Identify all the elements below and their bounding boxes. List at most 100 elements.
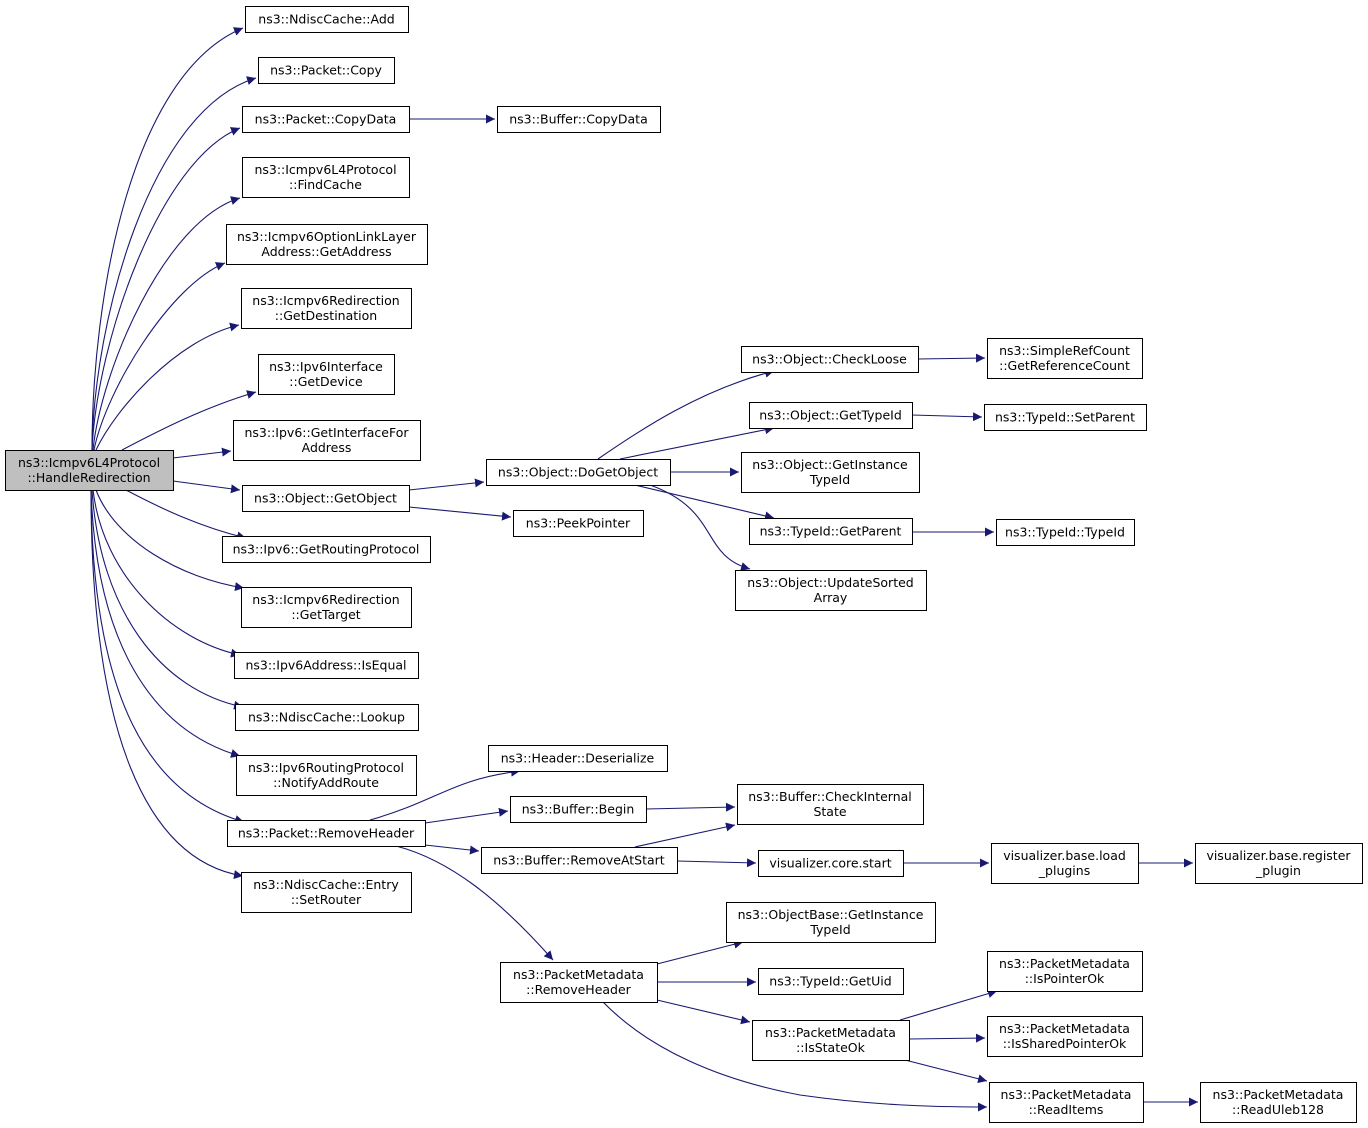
edge-dogetobject-to-checkloose: [597, 368, 775, 460]
node-label-line: ns3::Packet::Copy: [270, 63, 382, 78]
node-packet-removeheader[interactable]: ns3::Packet::RemoveHeader: [227, 820, 426, 847]
node-pm-removeheader[interactable]: ns3::PacketMetadata::RemoveHeader: [500, 962, 658, 1003]
node-ispointerok[interactable]: ns3::PacketMetadata::IsPointerOk: [987, 951, 1143, 992]
node-viz-core-start[interactable]: visualizer.core.start: [758, 850, 904, 877]
node-box: [488, 745, 668, 772]
node-label-line: ns3::Buffer::RemoveAtStart: [493, 853, 665, 868]
edge-packet-removeheader-to-buffer-begin: [424, 807, 509, 824]
node-gettarget[interactable]: ns3::Icmpv6Redirection::GetTarget: [241, 587, 412, 628]
node-box: [1200, 1082, 1357, 1123]
node-label-line: ::RemoveHeader: [526, 982, 632, 997]
node-lookup[interactable]: ns3::NdiscCache::Lookup: [235, 704, 419, 731]
node-label-line: ns3::Header::Deserialize: [501, 751, 655, 766]
edge-root-to-object-getobject: [172, 480, 241, 494]
node-label-line: ns3::NdiscCache::Entry: [253, 877, 399, 892]
edge-checkloose-to-getreferencecount: [917, 353, 986, 363]
node-box: [513, 510, 644, 537]
edge-pm-removeheader-to-objectbase-getinstancetypeid: [656, 939, 744, 965]
node-label-line: TypeId: [809, 922, 850, 937]
node-peekpointer[interactable]: ns3::PeekPointer: [513, 510, 644, 537]
node-getuid[interactable]: ns3::TypeId::GetUid: [758, 968, 904, 995]
node-label-line: ns3::Buffer::CheckInternal: [748, 789, 912, 804]
node-isequal[interactable]: ns3::Ipv6Address::IsEqual: [234, 652, 419, 679]
edge-root-to-gettarget: [95, 489, 245, 592]
node-label-line: ::ReadUleb128: [1232, 1102, 1324, 1117]
node-packet-copy[interactable]: ns3::Packet::Copy: [258, 57, 395, 84]
node-label-line: Array: [814, 590, 848, 605]
edge-root-to-getdevice: [121, 390, 257, 451]
node-box: [749, 518, 913, 545]
node-isstateok[interactable]: ns3::PacketMetadata::IsStateOk: [752, 1020, 910, 1061]
node-box: [235, 704, 419, 731]
node-label-line: ns3::Icmpv6Redirection: [252, 293, 399, 308]
node-buffer-begin[interactable]: ns3::Buffer::Begin: [510, 796, 647, 823]
node-viz-register-plugin[interactable]: visualizer.base.register_plugin: [1195, 843, 1363, 884]
node-box: [242, 157, 410, 198]
node-label-line: ns3::PacketMetadata: [1001, 1087, 1132, 1102]
node-object-gettypeid[interactable]: ns3::Object::GetTypeId: [749, 402, 913, 429]
node-deserialize[interactable]: ns3::Header::Deserialize: [488, 745, 668, 772]
edge-root-to-notifyaddroute: [90, 489, 241, 758]
node-box: [236, 755, 417, 796]
edge-root-to-getdestination: [95, 322, 240, 451]
node-label-line: ns3::Icmpv6Redirection: [252, 592, 399, 607]
node-label-line: ns3::Ipv6RoutingProtocol: [248, 760, 404, 775]
node-issharedpointerok[interactable]: ns3::PacketMetadata::IsSharedPointerOk: [987, 1016, 1143, 1057]
node-box: [234, 652, 419, 679]
node-box: [242, 106, 410, 133]
node-box: [735, 570, 927, 611]
edge-root-to-lookup: [91, 489, 244, 710]
node-ndisc-add[interactable]: ns3::NdiscCache::Add: [245, 6, 409, 33]
node-readitems[interactable]: ns3::PacketMetadata::ReadItems: [989, 1082, 1144, 1123]
node-getaddress[interactable]: ns3::Icmpv6OptionLinkLayerAddress::GetAd…: [226, 224, 428, 265]
node-typeid-typeid[interactable]: ns3::TypeId::TypeId: [996, 519, 1135, 546]
node-getparent[interactable]: ns3::TypeId::GetParent: [749, 518, 913, 545]
node-label-line: ::GetReferenceCount: [999, 358, 1130, 373]
edge-root-to-packet-removeheader: [90, 489, 245, 824]
node-label-line: ::IsStateOk: [796, 1040, 866, 1055]
node-label-line: TypeId: [809, 472, 850, 487]
node-box: [222, 536, 431, 563]
node-dogetobject[interactable]: ns3::Object::DoGetObject: [486, 459, 671, 486]
node-setrouter[interactable]: ns3::NdiscCache::Entry::SetRouter: [241, 872, 412, 913]
node-label-line: ns3::PacketMetadata: [513, 967, 644, 982]
node-setparent[interactable]: ns3::TypeId::SetParent: [984, 404, 1147, 431]
node-packet-copydata[interactable]: ns3::Packet::CopyData: [242, 106, 410, 133]
node-notifyaddroute[interactable]: ns3::Ipv6RoutingProtocol::NotifyAddRoute: [236, 755, 417, 796]
node-viz-load-plugins[interactable]: visualizer.base.load_plugins: [991, 843, 1139, 884]
node-box: [984, 404, 1147, 431]
node-label-line: ns3::Object::UpdateSorted: [747, 575, 913, 590]
node-object-getobject[interactable]: ns3::Object::GetObject: [242, 485, 410, 512]
edge-packet-removeheader-to-removeatstart: [424, 844, 480, 855]
node-removeatstart[interactable]: ns3::Buffer::RemoveAtStart: [481, 847, 678, 874]
node-label-line: ns3::Packet::CopyData: [255, 112, 397, 127]
node-box: [486, 459, 671, 486]
node-findcache[interactable]: ns3::Icmpv6L4Protocol::FindCache: [242, 157, 410, 198]
edge-dogetobject-to-updatesortedarray: [649, 484, 751, 571]
node-getdevice[interactable]: ns3::Ipv6Interface::GetDevice: [258, 354, 395, 395]
edge-object-gettypeid-to-setparent: [911, 412, 983, 422]
node-getroutingprotocol[interactable]: ns3::Ipv6::GetRoutingProtocol: [222, 536, 431, 563]
node-buffer-copydata[interactable]: ns3::Buffer::CopyData: [497, 106, 661, 133]
node-label-line: ns3::PacketMetadata: [765, 1025, 896, 1040]
node-label-line: ns3::Object::DoGetObject: [498, 465, 658, 480]
edge-root-to-packet-copydata: [91, 127, 241, 451]
node-box: [987, 951, 1143, 992]
node-label-line: ns3::Object::GetObject: [254, 491, 397, 506]
node-getdestination[interactable]: ns3::Icmpv6Redirection::GetDestination: [241, 288, 412, 329]
node-getreferencecount[interactable]: ns3::SimpleRefCount::GetReferenceCount: [987, 338, 1143, 379]
node-root[interactable]: ns3::Icmpv6L4Protocol::HandleRedirection: [5, 450, 174, 491]
node-box: [241, 872, 412, 913]
node-label-line: ns3::TypeId::GetParent: [760, 524, 902, 539]
node-label-line: Address: [302, 440, 352, 455]
node-label-line: ns3::Ipv6Address::IsEqual: [245, 658, 406, 673]
node-checkloose[interactable]: ns3::Object::CheckLoose: [741, 346, 919, 373]
edge-pm-removeheader-to-readitems: [602, 1001, 988, 1112]
node-box: [241, 587, 412, 628]
node-readuleb128[interactable]: ns3::PacketMetadata::ReadUleb128: [1200, 1082, 1357, 1123]
